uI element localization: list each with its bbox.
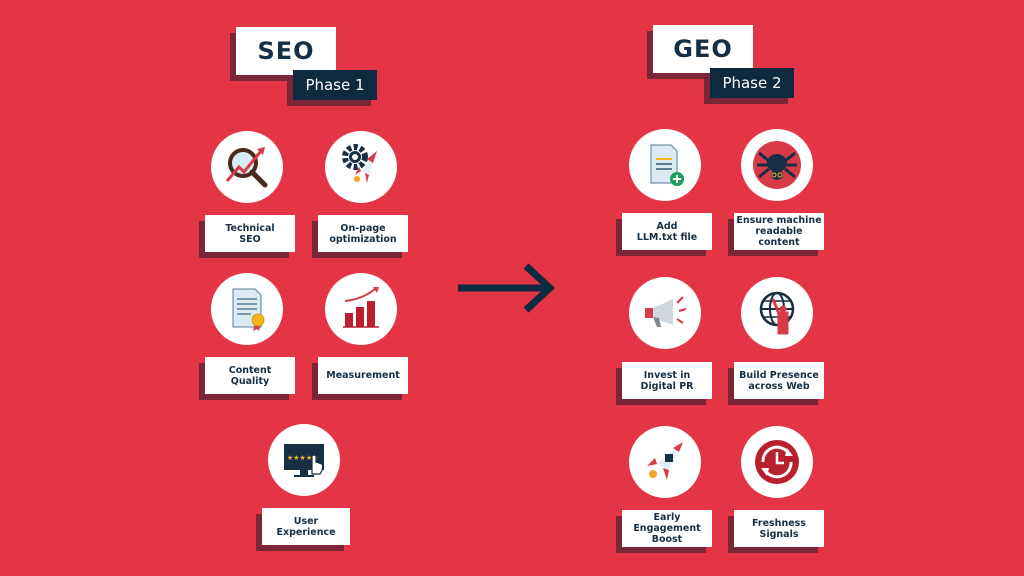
seo-phase-text: Phase 1 [305,76,365,94]
digital-pr-icon-circle [629,277,701,349]
svg-text:★★★★★: ★★★★★ [287,454,318,462]
right-arrow-icon [458,263,556,313]
document-certificate-icon [232,288,265,331]
measurement-icon-circle [325,273,397,345]
refresh-clock-icon [755,440,799,484]
freshness-icon-circle [741,426,813,498]
magnifier-growth-icon [225,147,268,188]
digital-pr-label: Invest in Digital PR [622,362,712,399]
geo-phase-text: Phase 2 [722,74,782,92]
early-engagement-label: Early Engagement Boost [622,510,712,547]
machine-readable-icon-circle [741,129,813,201]
measurement-label: Measurement [318,357,408,394]
seo-phase-badge: Phase 1 [293,70,377,100]
geo-title-text: GEO [673,35,733,63]
technical-seo-icon-circle [211,131,283,203]
gear-rocket-icon [342,144,377,183]
user-experience-label: User Experience [262,508,350,545]
onpage-optimization-label: On-page optimization [318,215,408,252]
bar-chart-growth-icon [343,287,379,328]
add-llm-file-label: Add LLM.txt file [622,213,712,250]
seo-title: SEO [236,27,336,75]
freshness-signals-label: Freshness Signals [734,510,824,547]
globe-person-icon [759,291,795,335]
llm-file-icon-circle [629,129,701,201]
crawler-spider-icon [753,141,801,189]
engagement-icon-circle [629,426,701,498]
geo-title: GEO [653,25,753,73]
megaphone-icon [645,296,687,327]
user-experience-icon-circle: ★★★★★ [268,424,340,496]
content-quality-icon-circle [211,273,283,345]
onpage-icon-circle [325,131,397,203]
seo-title-text: SEO [257,37,315,65]
web-presence-icon-circle [741,277,813,349]
geo-phase-badge: Phase 2 [710,68,794,98]
monitor-rating-icon: ★★★★★ [284,444,324,477]
rocket-thumbs-up-icon [647,442,683,480]
technical-seo-label: Technical SEO [205,215,295,252]
content-quality-label: Content Quality [205,357,295,394]
add-file-icon [650,144,684,186]
machine-readable-label: Ensure machine readable content [734,213,824,250]
web-presence-label: Build Presence across Web [734,362,824,399]
